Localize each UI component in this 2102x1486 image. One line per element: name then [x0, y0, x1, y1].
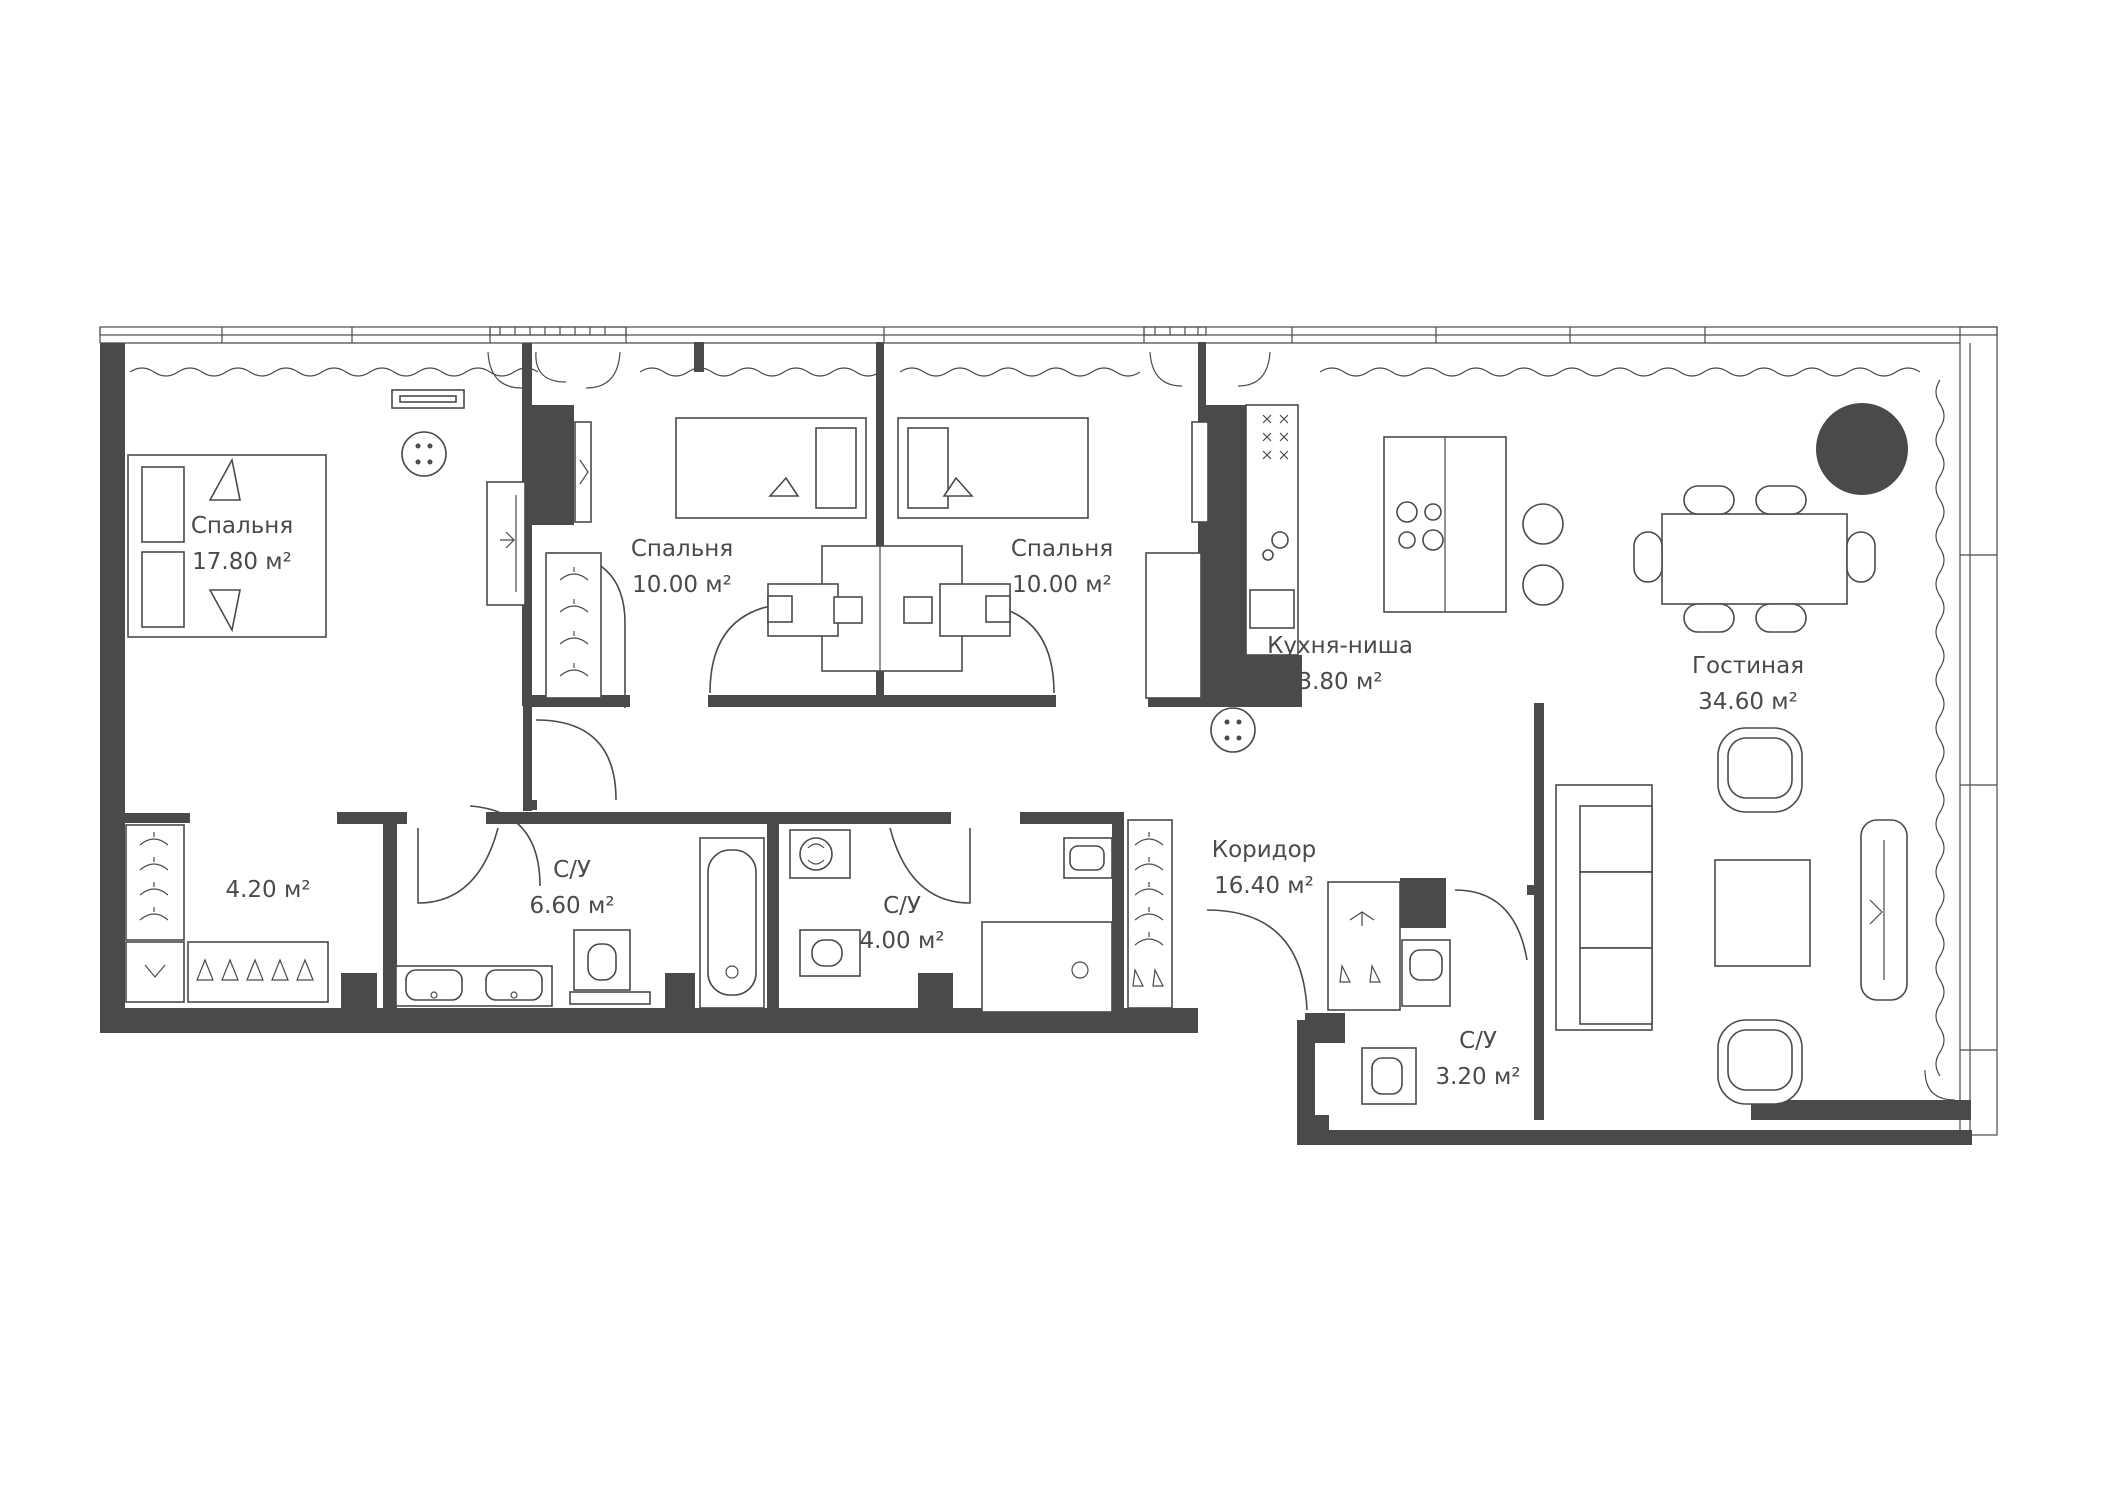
room-label-bathroom-3: С/У	[1459, 1028, 1497, 1054]
room-label-bedroom-3: Спальня	[1011, 536, 1113, 562]
bedrooms-2-3-furniture	[675, 417, 1209, 699]
room-labels: Спальня 17.80 м² Спальня 10.00 м² Спальн…	[191, 513, 1804, 1090]
room-label-bedroom-1: Спальня	[191, 513, 293, 539]
room-area-bathroom-3: 3.20 м²	[1435, 1064, 1520, 1090]
room-label-bathroom-1: С/У	[553, 857, 591, 883]
kitchen-furniture	[1210, 404, 1564, 753]
bathroom-2-fixtures	[789, 819, 1173, 1013]
wardrobe-furniture	[125, 824, 329, 1003]
room-label-bathroom-2: С/У	[883, 893, 921, 919]
living-room-furniture	[1555, 403, 1908, 1105]
room-label-corridor: Коридор	[1212, 837, 1317, 863]
room-area-wardrobe: 4.20 м²	[225, 877, 310, 903]
room-area-bathroom-1: 6.60 м²	[529, 893, 614, 919]
bathroom-1-fixtures	[395, 837, 765, 1009]
room-label-bedroom-2: Спальня	[631, 536, 733, 562]
room-area-bathroom-2: 4.00 м²	[859, 928, 944, 954]
room-label-living-room: Гостиная	[1692, 653, 1804, 679]
room-label-kitchen: Кухня-ниша	[1267, 633, 1413, 659]
bathroom-3-fixtures	[1327, 881, 1451, 1105]
room-area-bedroom-3: 10.00 м²	[1012, 572, 1112, 598]
bedroom-1-furniture	[127, 389, 602, 699]
room-area-bedroom-1: 17.80 м²	[192, 549, 292, 575]
room-area-living-room: 34.60 м²	[1698, 689, 1798, 715]
balcony-doors	[487, 351, 1956, 1101]
room-area-bedroom-2: 10.00 м²	[632, 572, 732, 598]
window-glazing	[99, 326, 1998, 1136]
curtains	[129, 367, 1945, 1077]
room-area-kitchen: 3.80 м²	[1297, 669, 1382, 695]
room-area-corridor: 16.40 м²	[1214, 873, 1314, 899]
